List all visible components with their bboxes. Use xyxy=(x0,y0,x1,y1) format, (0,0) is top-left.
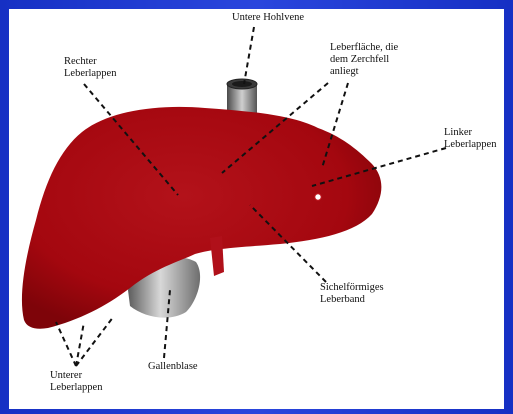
leader-unterer-3 xyxy=(56,322,76,366)
leader-hohlvene xyxy=(244,27,254,84)
label-unterer-leberlappen: Unterer Leberlappen xyxy=(50,370,102,394)
label-linker-line1: Linker xyxy=(444,127,496,139)
leader-unterer-1 xyxy=(76,322,84,366)
label-leberflaeche-line3: anliegt xyxy=(330,66,398,78)
label-leberflaeche: Leberfläche, die dem Zerchfell anliegt xyxy=(330,42,398,78)
label-untere-hohlvene-text: Untere Hohlvene xyxy=(232,12,304,23)
label-leberflaeche-line1: Leberfläche, die xyxy=(330,42,398,54)
label-unterer-line1: Unterer xyxy=(50,370,102,382)
label-unterer-line2: Leberlappen xyxy=(50,382,102,394)
ligament-shape xyxy=(210,236,224,276)
marker-dot xyxy=(315,194,321,200)
label-linker-leberlappen: Linker Leberlappen xyxy=(444,127,496,151)
label-linker-line2: Leberlappen xyxy=(444,139,496,151)
label-leberflaeche-line2: dem Zerchfell xyxy=(330,54,398,66)
label-sichel-line1: Sichelförmiges xyxy=(320,282,384,294)
label-gallenblase: Gallenblase xyxy=(148,361,198,373)
label-sichelfoermiges-leberband: Sichelförmiges Leberband xyxy=(320,282,384,306)
label-rechter-line1: Rechter xyxy=(64,56,116,68)
label-sichel-line2: Leberband xyxy=(320,294,384,306)
leader-unterer-2 xyxy=(76,316,114,366)
label-gallenblase-text: Gallenblase xyxy=(148,361,198,372)
label-rechter-line2: Leberlappen xyxy=(64,68,116,80)
label-untere-hohlvene: Untere Hohlvene xyxy=(232,12,304,24)
label-rechter-leberlappen: Rechter Leberlappen xyxy=(64,56,116,80)
